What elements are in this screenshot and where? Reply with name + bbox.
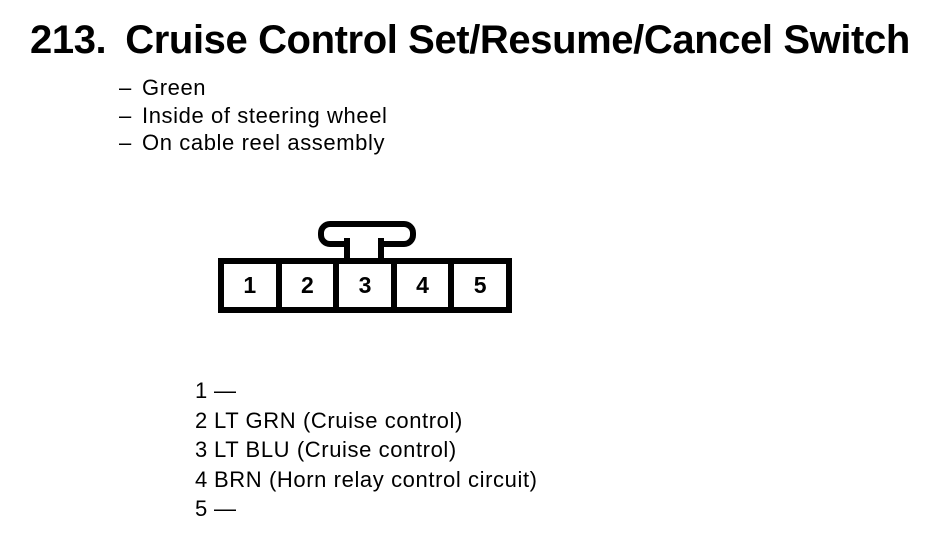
note-row: – Green xyxy=(119,74,388,102)
note-dash: – xyxy=(119,75,132,100)
pinout-pin-description: LT BLU (Cruise control) xyxy=(214,437,457,463)
connector-pin-2: 2 xyxy=(281,264,334,307)
pinout-pin-number: 4 xyxy=(195,466,208,492)
figure-number: 213. xyxy=(30,18,107,62)
pinout-pin-description: — xyxy=(214,496,237,522)
pinout-row: 3 LT BLU (Cruise control) xyxy=(195,435,538,465)
pinout-pin-description: — xyxy=(214,378,237,403)
pinout-list: 1 — 2 LT GRN (Cruise control) 3 LT BLU (… xyxy=(195,376,538,524)
location-notes: – Green – Inside of steering wheel – On … xyxy=(119,74,388,157)
pinout-pin-number: 2 xyxy=(195,407,208,433)
figure-title: Cruise Control Set/Resume/Cancel Switch xyxy=(125,18,910,62)
note-dash: – xyxy=(119,102,132,128)
pinout-pin-number: 1 xyxy=(195,378,208,403)
connector-pin-5: 5 xyxy=(454,264,506,307)
note-row: – Inside of steering wheel xyxy=(119,102,388,130)
note-text: Green xyxy=(142,75,207,100)
note-dash: – xyxy=(119,130,132,155)
pinout-pin-description: BRN (Horn relay control circuit) xyxy=(214,466,538,492)
connector-pin-1: 1 xyxy=(224,264,276,307)
note-text: On cable reel assembly xyxy=(142,130,386,155)
pinout-pin-description: LT GRN (Cruise control) xyxy=(214,407,463,433)
pinout-row: 1 — xyxy=(195,376,538,406)
pinout-pin-number: 5 xyxy=(195,496,208,522)
pinout-row: 5 — xyxy=(195,494,538,524)
pinout-row: 4 BRN (Horn relay control circuit) xyxy=(195,465,538,495)
connector-body: 1 2 3 4 5 xyxy=(218,258,512,313)
connector-pin-4: 4 xyxy=(396,264,449,307)
note-text: Inside of steering wheel xyxy=(142,102,388,128)
connector-pin-3: 3 xyxy=(339,264,391,307)
pinout-row: 2 LT GRN (Cruise control) xyxy=(195,406,538,436)
figure-heading: 213. Cruise Control Set/Resume/Cancel Sw… xyxy=(30,20,910,60)
pinout-pin-number: 3 xyxy=(195,437,208,463)
note-row: – On cable reel assembly xyxy=(119,129,388,157)
connector-latch-stem xyxy=(344,238,384,260)
